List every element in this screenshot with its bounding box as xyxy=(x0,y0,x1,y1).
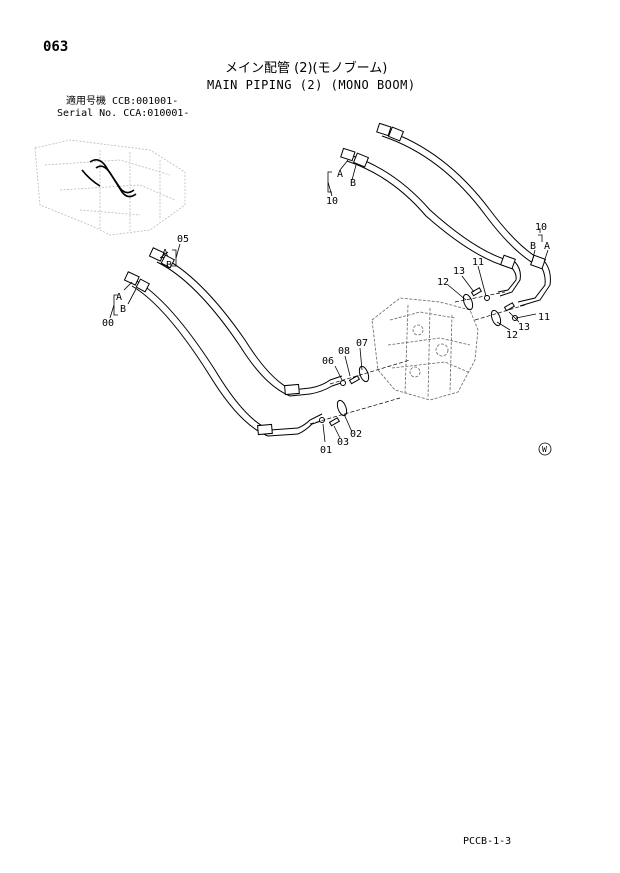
callout-10r-a: A xyxy=(544,241,550,252)
callout-02: 02 xyxy=(350,429,362,440)
title-japanese: メイン配管 (2)(モノブーム) xyxy=(225,61,388,76)
callout-10-right: 10 xyxy=(535,222,547,233)
callout-06: 06 xyxy=(322,356,334,367)
callout-00-a: A xyxy=(116,292,122,303)
callout-10-a: A xyxy=(337,169,343,180)
centerlines xyxy=(309,291,526,425)
control-valve-block xyxy=(371,297,479,401)
callout-00: 00 xyxy=(102,318,114,329)
callout-05: 05 xyxy=(177,234,189,245)
w-mark-icon: W xyxy=(538,442,552,456)
page-number: 063 xyxy=(43,39,69,55)
leader-lines xyxy=(109,159,549,443)
callout-10-b: B xyxy=(350,178,356,189)
callout-07: 07 xyxy=(356,338,368,349)
serial-applicable-line: 適用号機 CCB:001001- xyxy=(66,96,179,107)
svg-text:W: W xyxy=(542,445,547,454)
callout-05-a: A xyxy=(162,248,168,259)
callout-10r-b: B xyxy=(530,241,536,252)
callout-12-right: 12 xyxy=(506,330,518,341)
serial-number-line: Serial No. CCA:010001- xyxy=(57,108,190,119)
callout-05-b: B xyxy=(166,260,172,271)
callout-11-bottom: 11 xyxy=(538,312,550,323)
hose-fittings xyxy=(123,122,546,436)
machine-thumbnail xyxy=(34,139,186,236)
callout-01: 01 xyxy=(320,445,332,456)
thumbnail-hose-highlight xyxy=(81,159,137,198)
callout-00-b: B xyxy=(120,304,126,315)
callout-12-left: 12 xyxy=(437,277,449,288)
callout-08: 08 xyxy=(338,346,350,357)
title-english: MAIN PIPING (2) (MONO BOOM) xyxy=(207,78,416,92)
callout-11-top: 11 xyxy=(472,257,484,268)
hose-assemblies xyxy=(131,129,551,437)
callout-10-left: 10 xyxy=(326,196,338,207)
callout-13-left: 13 xyxy=(453,266,465,277)
page-code: PCCB-1-3 xyxy=(463,836,512,847)
callout-03: 03 xyxy=(337,437,349,448)
callout-13-right: 13 xyxy=(518,322,530,333)
callout-labels: 00 A B 05 A B 10 A B 10 B A 11 11 13 13 … xyxy=(102,169,550,456)
